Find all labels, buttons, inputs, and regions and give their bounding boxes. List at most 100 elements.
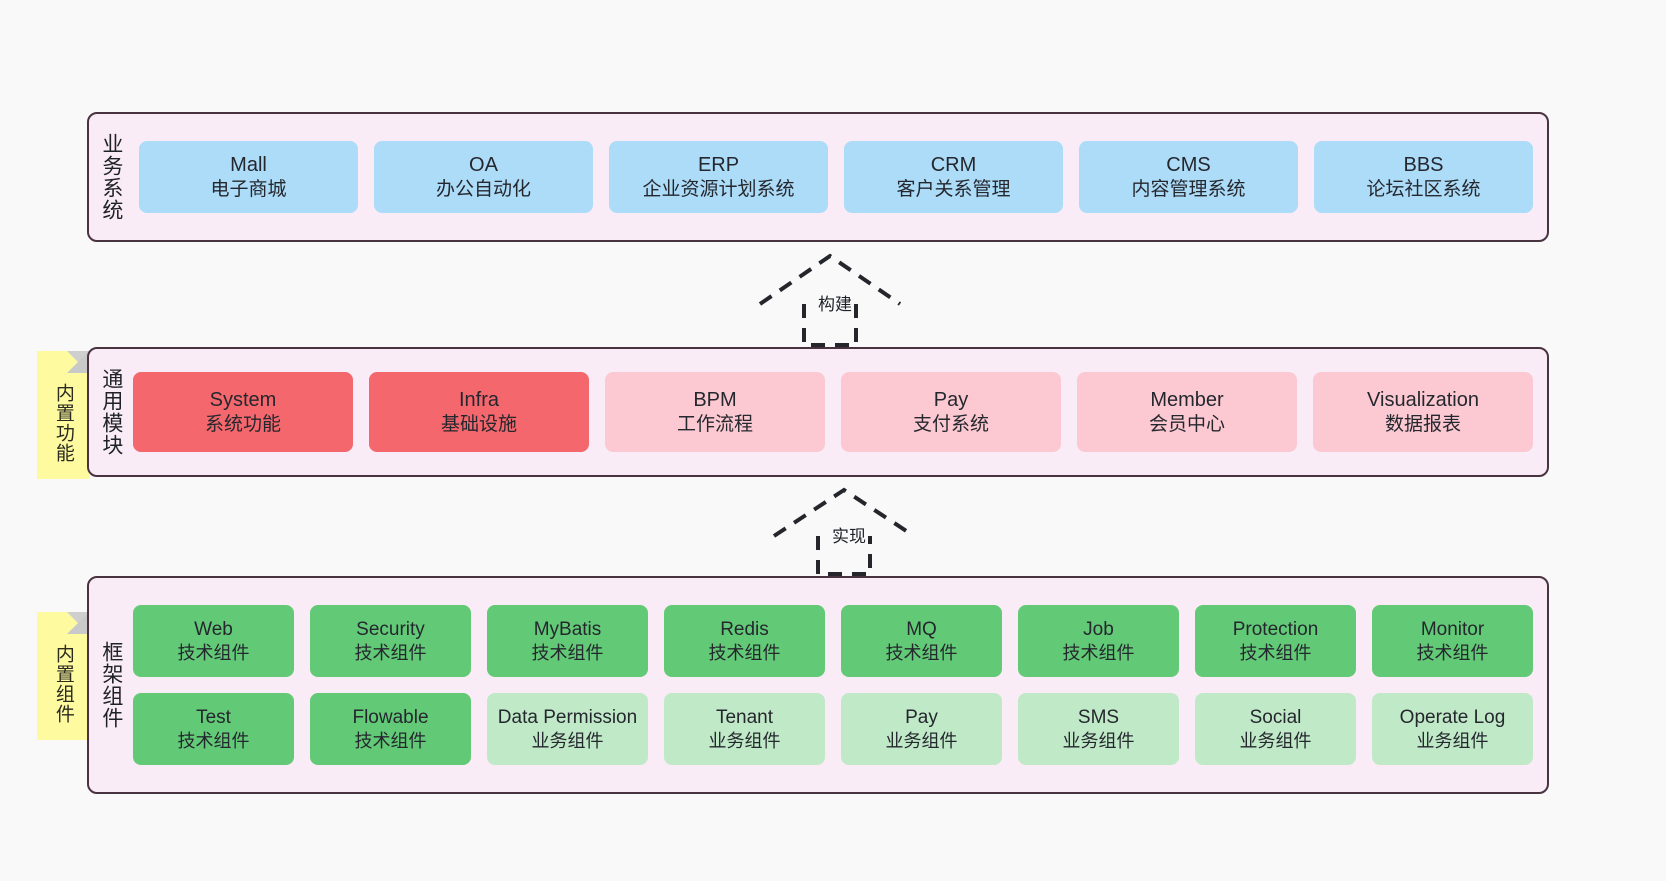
layer-title-framework-components: 框架组件 — [99, 641, 123, 729]
layer-body-common-modules: System 系统功能 Infra 基础设施 BPM 工作流程 Pay 支付系统… — [133, 349, 1547, 475]
card-data-permission[interactable]: Data Permission 业务组件 — [487, 693, 648, 765]
card-title: Data Permission — [497, 706, 638, 728]
card-title: CMS — [1166, 153, 1211, 176]
note-label: 内置组件 — [52, 644, 74, 724]
connector-implement: 实现 — [770, 486, 950, 576]
card-web[interactable]: Web 技术组件 — [133, 605, 294, 677]
card-title: Test — [196, 706, 231, 728]
card-subtitle: 基础设施 — [440, 413, 517, 435]
card-subtitle: 办公自动化 — [435, 178, 531, 200]
note-builtin-component: 内置组件 — [37, 612, 89, 740]
card-pay-business[interactable]: Pay 业务组件 — [841, 693, 1002, 765]
card-subtitle: 内容管理系统 — [1131, 178, 1246, 200]
card-cms[interactable]: CMS 内容管理系统 — [1079, 141, 1298, 213]
card-redis[interactable]: Redis 技术组件 — [664, 605, 825, 677]
card-system[interactable]: System 系统功能 — [133, 372, 353, 452]
card-subtitle: 支付系统 — [912, 413, 989, 435]
card-subtitle: 技术组件 — [531, 642, 604, 663]
card-title: CRM — [930, 153, 977, 176]
card-subtitle: 技术组件 — [885, 642, 958, 663]
card-title: Member — [1150, 388, 1224, 411]
layer-business-systems: 业务系统 Mall 电子商城 OA 办公自动化 ERP 企业资源计划系统 CRM… — [87, 112, 1549, 242]
card-bbs[interactable]: BBS 论坛社区系统 — [1314, 141, 1533, 213]
connector-build: 构建 — [756, 252, 936, 347]
card-subtitle: 技术组件 — [1416, 642, 1489, 663]
card-subtitle: 会员中心 — [1148, 413, 1225, 435]
card-subtitle: 企业资源计划系统 — [642, 178, 795, 200]
card-subtitle: 系统功能 — [204, 413, 281, 435]
card-subtitle: 技术组件 — [354, 730, 427, 751]
layer-title-common-modules: 通用模块 — [99, 368, 123, 456]
card-subtitle: 数据报表 — [1384, 413, 1461, 435]
layer-framework-components: 框架组件 Web 技术组件 Security 技术组件 MyBatis 技术组件… — [87, 576, 1549, 794]
card-row: Test 技术组件 Flowable 技术组件 Data Permission … — [133, 693, 1533, 765]
card-title: MQ — [906, 618, 937, 640]
card-erp[interactable]: ERP 企业资源计划系统 — [609, 141, 828, 213]
card-row: System 系统功能 Infra 基础设施 BPM 工作流程 Pay 支付系统… — [133, 372, 1533, 452]
connector-build-label: 构建 — [818, 295, 852, 314]
card-subtitle: 技术组件 — [177, 730, 250, 751]
layer-body-framework-components: Web 技术组件 Security 技术组件 MyBatis 技术组件 Redi… — [133, 578, 1547, 792]
card-title: BBS — [1403, 153, 1444, 176]
card-subtitle: 业务组件 — [1239, 730, 1312, 751]
card-subtitle: 业务组件 — [1416, 730, 1489, 751]
card-title: Monitor — [1420, 618, 1485, 640]
card-subtitle: 技术组件 — [1062, 642, 1135, 663]
card-subtitle: 业务组件 — [885, 730, 958, 751]
note-fold-corner-icon — [67, 351, 89, 373]
card-subtitle: 技术组件 — [354, 642, 427, 663]
note-builtin-function: 内置功能 — [37, 351, 89, 479]
card-security[interactable]: Security 技术组件 — [310, 605, 471, 677]
card-infra[interactable]: Infra 基础设施 — [369, 372, 589, 452]
card-mybatis[interactable]: MyBatis 技术组件 — [487, 605, 648, 677]
card-oa[interactable]: OA 办公自动化 — [374, 141, 593, 213]
connector-implement-label: 实现 — [832, 527, 866, 546]
card-title: ERP — [697, 153, 740, 176]
card-monitor[interactable]: Monitor 技术组件 — [1372, 605, 1533, 677]
card-mq[interactable]: MQ 技术组件 — [841, 605, 1002, 677]
card-protection[interactable]: Protection 技术组件 — [1195, 605, 1356, 677]
note-fold-corner-icon — [67, 612, 89, 634]
card-member[interactable]: Member 会员中心 — [1077, 372, 1297, 452]
card-title: Infra — [458, 388, 500, 411]
card-row: Web 技术组件 Security 技术组件 MyBatis 技术组件 Redi… — [133, 605, 1533, 677]
layer-body-business-systems: Mall 电子商城 OA 办公自动化 ERP 企业资源计划系统 CRM 客户关系… — [133, 114, 1547, 240]
card-title: Pay — [905, 706, 938, 728]
card-subtitle: 论坛社区系统 — [1366, 178, 1481, 200]
dashed-generalization-arrow-icon — [758, 253, 902, 347]
card-subtitle: 业务组件 — [531, 730, 604, 751]
card-job[interactable]: Job 技术组件 — [1018, 605, 1179, 677]
card-title: OA — [469, 153, 498, 176]
card-crm[interactable]: CRM 客户关系管理 — [844, 141, 1063, 213]
card-subtitle: 技术组件 — [1239, 642, 1312, 663]
card-operate-log[interactable]: Operate Log 业务组件 — [1372, 693, 1533, 765]
card-flowable[interactable]: Flowable 技术组件 — [310, 693, 471, 765]
card-title: BPM — [693, 388, 737, 411]
card-title: SMS — [1077, 706, 1120, 728]
card-mall[interactable]: Mall 电子商城 — [139, 141, 358, 213]
card-title: MyBatis — [533, 618, 602, 640]
card-bpm[interactable]: BPM 工作流程 — [605, 372, 825, 452]
card-sms[interactable]: SMS 业务组件 — [1018, 693, 1179, 765]
card-social[interactable]: Social 业务组件 — [1195, 693, 1356, 765]
card-title: Redis — [720, 618, 769, 640]
card-title: Security — [356, 618, 425, 640]
card-pay[interactable]: Pay 支付系统 — [841, 372, 1061, 452]
card-title: Job — [1083, 618, 1114, 640]
card-title: Tenant — [715, 706, 774, 728]
card-subtitle: 技术组件 — [708, 642, 781, 663]
card-title: Mall — [230, 153, 267, 176]
card-visualization[interactable]: Visualization 数据报表 — [1313, 372, 1533, 452]
card-tenant[interactable]: Tenant 业务组件 — [664, 693, 825, 765]
dashed-generalization-arrow-icon — [772, 487, 916, 576]
card-subtitle: 业务组件 — [1062, 730, 1135, 751]
card-test[interactable]: Test 技术组件 — [133, 693, 294, 765]
note-label: 内置功能 — [52, 383, 74, 463]
card-subtitle: 工作流程 — [676, 413, 753, 435]
card-subtitle: 电子商城 — [210, 178, 287, 200]
card-row: Mall 电子商城 OA 办公自动化 ERP 企业资源计划系统 CRM 客户关系… — [139, 141, 1533, 213]
card-title: Pay — [933, 388, 969, 411]
card-title: System — [209, 388, 277, 411]
card-title: Flowable — [352, 706, 429, 728]
